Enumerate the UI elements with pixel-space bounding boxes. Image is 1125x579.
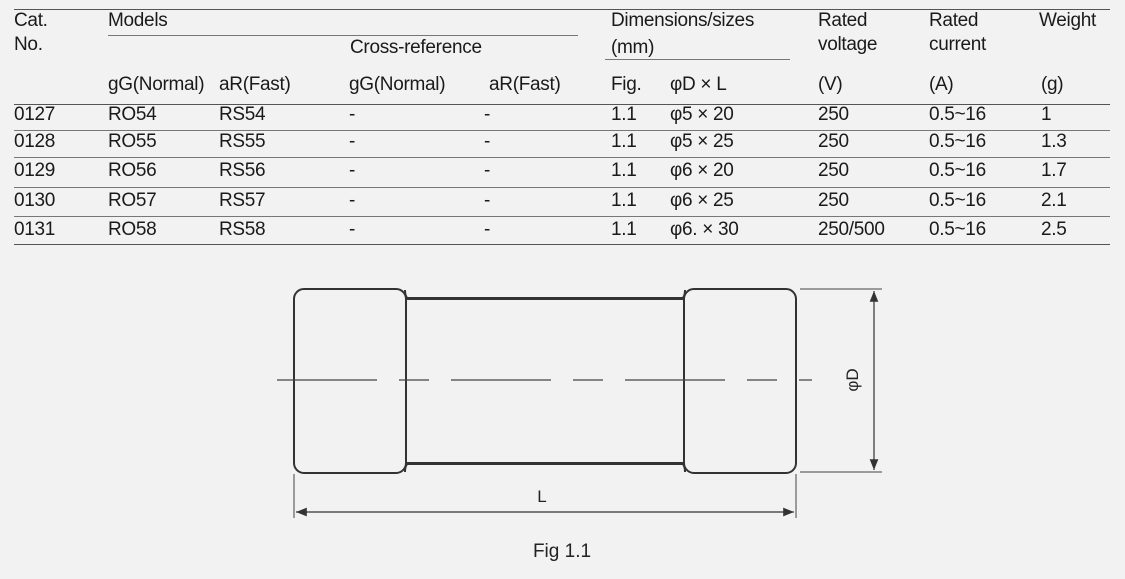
cell-gg-model: RO56 xyxy=(108,160,157,181)
cell-fig: 1.1 xyxy=(611,104,637,125)
cell-gg-model: RO58 xyxy=(108,219,157,240)
cell-voltage: 250 xyxy=(818,131,849,152)
header-rated-current-unit: (A) xyxy=(929,74,954,95)
header-fig: Fig. xyxy=(611,74,642,95)
cell-cat: 0127 xyxy=(14,104,56,125)
header-ar-fast: aR(Fast) xyxy=(219,74,291,95)
header-bottom-rule xyxy=(14,104,1110,105)
cell-current: 0.5~16 xyxy=(929,104,986,125)
header-gg-normal: gG(Normal) xyxy=(108,74,205,95)
cell-ar-model: RS58 xyxy=(219,219,266,240)
cell-current: 0.5~16 xyxy=(929,131,986,152)
row-rule-4 xyxy=(14,216,1110,217)
length-label: L xyxy=(537,487,546,506)
cell-dimensions: φ5 × 20 xyxy=(670,104,734,125)
header-rated-voltage-unit: (V) xyxy=(818,74,843,95)
cell-xref-gg: - xyxy=(349,104,356,125)
dimensions-divider xyxy=(605,59,790,60)
cell-voltage: 250/500 xyxy=(818,219,885,240)
cell-ar-model: RS56 xyxy=(219,160,266,181)
cell-ar-model: RS54 xyxy=(219,104,266,125)
header-dimensions-1: Dimensions/sizes xyxy=(611,10,755,31)
header-weight: Weight xyxy=(1039,10,1096,31)
cell-current: 0.5~16 xyxy=(929,219,986,240)
table-bottom-rule xyxy=(14,244,1110,245)
header-weight-unit: (g) xyxy=(1041,74,1064,95)
cell-cat: 0130 xyxy=(14,190,56,211)
cell-voltage: 250 xyxy=(818,190,849,211)
cell-dimensions: φ6 × 25 xyxy=(670,190,734,211)
cell-xref-ar: - xyxy=(484,104,491,125)
cell-cat: 0128 xyxy=(14,131,56,152)
cell-xref-gg: - xyxy=(349,131,356,152)
cell-dimensions: φ6. × 30 xyxy=(670,219,739,240)
cell-xref-gg: - xyxy=(349,219,356,240)
cell-fig: 1.1 xyxy=(611,160,637,181)
fuse-right-cap xyxy=(683,288,797,474)
cell-xref-ar: - xyxy=(484,219,491,240)
table-top-rule xyxy=(14,9,1110,10)
cell-current: 0.5~16 xyxy=(929,190,986,211)
cell-xref-ar: - xyxy=(484,160,491,181)
row-rule-2 xyxy=(14,157,1110,158)
cell-fig: 1.1 xyxy=(611,219,637,240)
row-rule-3 xyxy=(14,187,1110,188)
header-models: Models xyxy=(108,10,168,31)
cell-xref-ar: - xyxy=(484,131,491,152)
cell-voltage: 250 xyxy=(818,104,849,125)
header-cross-reference: Cross-reference xyxy=(350,37,482,58)
cell-xref-gg: - xyxy=(349,160,356,181)
header-cat-no-2: No. xyxy=(14,34,43,55)
header-rated-voltage-1: Rated xyxy=(818,10,868,31)
header-xref-gg-normal: gG(Normal) xyxy=(349,74,446,95)
diameter-label: φD xyxy=(843,368,862,391)
cell-voltage: 250 xyxy=(818,160,849,181)
header-dimensions-2: (mm) xyxy=(611,37,655,58)
header-rated-voltage-2: voltage xyxy=(818,34,878,55)
header-xref-ar-fast: aR(Fast) xyxy=(489,74,561,95)
cell-weight: 1.3 xyxy=(1041,131,1067,152)
fuse-left-cap xyxy=(293,288,407,474)
header-cat-no-1: Cat. xyxy=(14,10,48,31)
cell-weight: 2.5 xyxy=(1041,219,1067,240)
cell-weight: 1.7 xyxy=(1041,160,1067,181)
header-rated-current-2: current xyxy=(929,34,987,55)
cell-cat: 0131 xyxy=(14,219,56,240)
cell-fig: 1.1 xyxy=(611,190,637,211)
cell-gg-model: RO54 xyxy=(108,104,157,125)
header-rated-current-1: Rated xyxy=(929,10,979,31)
figure-caption: Fig 1.1 xyxy=(533,541,591,562)
cell-dimensions: φ6 × 20 xyxy=(670,160,734,181)
cell-fig: 1.1 xyxy=(611,131,637,152)
models-divider xyxy=(108,35,578,36)
cell-weight: 1 xyxy=(1041,104,1052,125)
cell-ar-model: RS57 xyxy=(219,190,266,211)
cell-current: 0.5~16 xyxy=(929,160,986,181)
cell-weight: 2.1 xyxy=(1041,190,1067,211)
cell-gg-model: RO57 xyxy=(108,190,157,211)
cell-gg-model: RO55 xyxy=(108,131,157,152)
cell-dimensions: φ5 × 25 xyxy=(670,131,734,152)
cell-ar-model: RS55 xyxy=(219,131,266,152)
cell-cat: 0129 xyxy=(14,160,56,181)
row-rule-1 xyxy=(14,130,1110,131)
header-phi-d-l: φD × L xyxy=(670,74,727,95)
cell-xref-gg: - xyxy=(349,190,356,211)
cell-xref-ar: - xyxy=(484,190,491,211)
